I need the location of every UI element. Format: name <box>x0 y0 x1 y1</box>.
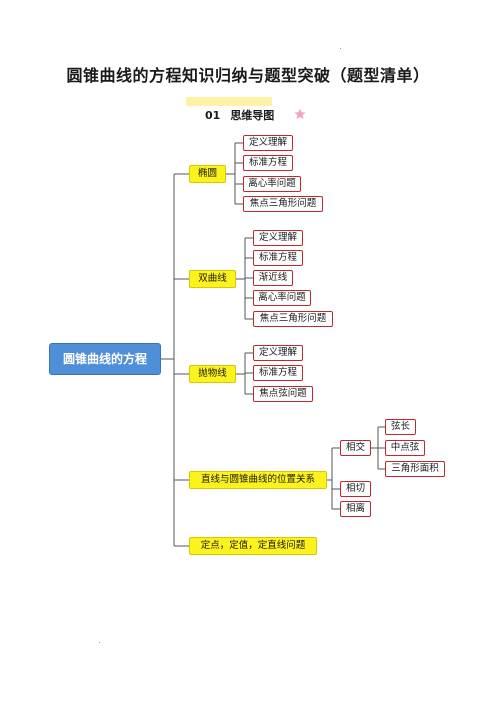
scan-speck <box>99 642 100 643</box>
parabola-standard-equation: 标准方程 <box>253 365 303 381</box>
branch-line-conic-relation: 直线与圆锥曲线的位置关系 <box>189 471 327 489</box>
star-icon <box>294 108 306 120</box>
ellipse-eccentricity: 离心率问题 <box>243 176 301 192</box>
mindmap-root: 圆锥曲线的方程 <box>49 343 161 375</box>
hyperbola-focal-triangle: 焦点三角形问题 <box>253 311 333 327</box>
ellipse-focal-triangle: 焦点三角形问题 <box>243 196 323 212</box>
hyperbola-asymptote: 渐近线 <box>253 270 293 286</box>
section-heading: 01 思维导图 <box>205 107 274 123</box>
section-highlight-band <box>186 97 272 106</box>
relation-intersect: 相交 <box>340 440 371 456</box>
parabola-definition: 定义理解 <box>253 345 303 361</box>
ellipse-standard-equation: 标准方程 <box>243 155 293 171</box>
branch-fixed-point-value-line: 定点，定值，定直线问题 <box>189 537 317 555</box>
branch-hyperbola: 双曲线 <box>189 270 236 288</box>
branch-parabola: 抛物线 <box>189 365 236 383</box>
scan-speck <box>340 48 341 49</box>
hyperbola-standard-equation: 标准方程 <box>253 250 303 266</box>
parabola-focal-chord: 焦点弦问题 <box>253 386 313 402</box>
triangle-area: 三角形面积 <box>385 461 445 477</box>
midpoint-chord: 中点弦 <box>385 440 425 456</box>
section-label: 思维导图 <box>230 109 275 122</box>
page-title: 圆锥曲线的方程知识归纳与题型突破（题型清单） <box>66 66 430 85</box>
ellipse-definition: 定义理解 <box>243 135 293 151</box>
hyperbola-definition: 定义理解 <box>253 230 303 246</box>
branch-ellipse: 椭圆 <box>189 165 226 183</box>
relation-separate: 相离 <box>340 501 371 517</box>
hyperbola-eccentricity: 离心率问题 <box>253 290 311 306</box>
relation-tangent: 相切 <box>340 481 371 497</box>
section-number: 01 <box>205 109 221 122</box>
chord-length: 弦长 <box>385 419 416 435</box>
